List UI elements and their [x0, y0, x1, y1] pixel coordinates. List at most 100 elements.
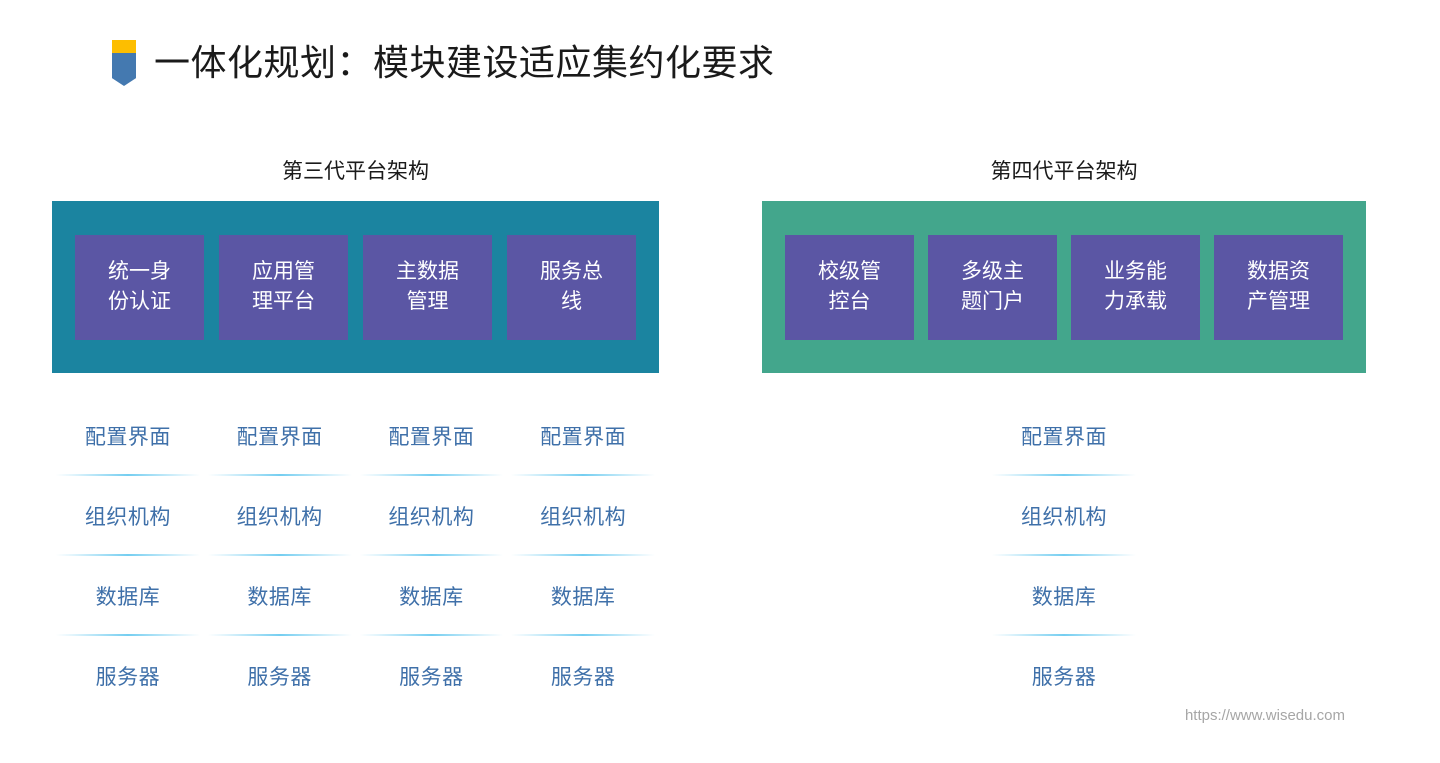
layer-label: 数据库: [550, 586, 616, 609]
right-card-3-line1: 业务能: [1104, 260, 1167, 284]
right-card-2-line2: 题门户: [961, 290, 1024, 313]
layer-label: 配置界面: [236, 426, 323, 449]
right-card-3-text: 业务能 力承载: [1104, 257, 1167, 317]
right-card-2-text: 多级主 题门户: [961, 257, 1024, 317]
left-stack-cell-1-3: 数据库: [52, 556, 204, 636]
right-card-3-line2: 力承载: [1104, 290, 1167, 313]
layer-divider: [56, 554, 200, 556]
left-card-1[interactable]: 统一身 份认证: [75, 234, 204, 340]
left-architecture-panel: 统一身 份认证 应用管 理平台 主数据 管理 服务总 线: [52, 201, 659, 373]
right-stack-cell-1-4: 服务器: [988, 636, 1140, 716]
left-card-2-line1: 应用管: [252, 260, 315, 284]
layer-label: 组织机构: [84, 506, 171, 529]
left-stack-cell-1-4: 服务器: [52, 636, 204, 716]
left-card-2-text: 应用管 理平台: [252, 257, 315, 317]
left-card-3-text: 主数据 管理: [396, 257, 459, 317]
layer-divider: [207, 634, 352, 636]
layer-label: 组织机构: [540, 506, 627, 529]
right-stack-cell-1-2: 组织机构: [988, 476, 1140, 556]
right-architecture-panel: 校级管 控台 多级主 题门户 业务能 力承载 数据资 产管理: [762, 201, 1366, 373]
left-stack-column-1: 配置界面 组织机构 数据库 服务器: [52, 396, 204, 716]
layer-label: 服务器: [550, 666, 616, 689]
layer-divider: [207, 554, 352, 556]
left-stack-column-2: 配置界面 组织机构 数据库 服务器: [204, 396, 356, 716]
right-stack-cell-1-3: 数据库: [988, 556, 1140, 636]
layer-label: 数据库: [399, 586, 464, 609]
right-layer-stack-area: 配置界面 组织机构 数据库 服务器: [762, 396, 1366, 716]
left-card-1-line2: 份认证: [108, 290, 171, 313]
layer-label: 服务器: [399, 666, 464, 689]
left-stack-cell-2-2: 组织机构: [204, 476, 356, 556]
layer-label: 数据库: [95, 586, 161, 609]
left-card-4-text: 服务总 线: [540, 257, 603, 317]
layer-label: 配置界面: [540, 426, 627, 449]
layer-label: 配置界面: [84, 426, 171, 449]
right-card-4-line1: 数据资: [1247, 260, 1310, 284]
right-card-3[interactable]: 业务能 力承载: [1071, 234, 1200, 340]
right-card-1-text: 校级管 控台: [818, 257, 881, 317]
left-card-4-line2: 线: [561, 290, 582, 313]
left-card-1-line1: 统一身: [108, 260, 171, 284]
layer-divider: [992, 474, 1136, 476]
layer-label: 配置界面: [1021, 426, 1107, 449]
right-card-1-line2: 控台: [828, 290, 871, 313]
page-title: 一体化规划：模块建设适应集约化要求: [154, 42, 775, 83]
layer-label: 配置界面: [388, 426, 475, 449]
footer-url[interactable]: https://www.wisedu.com: [1184, 707, 1345, 724]
left-stack-cell-4-3: 数据库: [507, 556, 659, 636]
layer-divider: [56, 474, 200, 476]
left-card-3-line1: 主数据: [396, 260, 459, 284]
right-card-1-line1: 校级管: [818, 260, 881, 284]
right-card-2[interactable]: 多级主 题门户: [928, 234, 1057, 340]
left-stack-cell-4-1: 配置界面: [507, 396, 659, 476]
left-stack-cell-3-3: 数据库: [356, 556, 508, 636]
left-card-3[interactable]: 主数据 管理: [363, 234, 492, 340]
layer-label: 组织机构: [236, 506, 323, 529]
layer-divider: [359, 474, 504, 476]
layer-label: 组织机构: [1021, 506, 1107, 529]
left-card-3-line2: 管理: [406, 290, 449, 313]
left-card-2[interactable]: 应用管 理平台: [219, 234, 348, 340]
left-card-1-text: 统一身 份认证: [108, 257, 171, 317]
layer-divider: [359, 634, 504, 636]
layer-divider: [207, 474, 352, 476]
left-card-4[interactable]: 服务总 线: [507, 234, 636, 340]
left-stack-cell-3-1: 配置界面: [356, 396, 508, 476]
layer-label: 数据库: [247, 586, 312, 609]
right-card-4[interactable]: 数据资 产管理: [1214, 234, 1343, 340]
bookmark-icon-body: [112, 53, 136, 86]
right-card-4-line2: 产管理: [1247, 290, 1310, 313]
layer-label: 数据库: [1031, 586, 1097, 609]
layer-divider: [992, 634, 1136, 636]
layer-label: 服务器: [95, 666, 161, 689]
left-card-4-line1: 服务总: [540, 260, 603, 284]
layer-label: 组织机构: [388, 506, 475, 529]
slide-title-row: 一体化规划：模块建设适应集约化要求: [112, 40, 775, 86]
left-stack-cell-4-2: 组织机构: [507, 476, 659, 556]
left-stack-cell-2-1: 配置界面: [204, 396, 356, 476]
left-stack-cell-3-2: 组织机构: [356, 476, 508, 556]
right-card-4-text: 数据资 产管理: [1247, 257, 1310, 317]
layer-divider: [359, 554, 504, 556]
left-stack-cell-3-4: 服务器: [356, 636, 508, 716]
left-section-heading: 第三代平台架构: [282, 160, 429, 183]
left-layer-stack-area: 配置界面 组织机构 数据库 服务器 配置界面 组织机构: [52, 396, 659, 716]
right-stack-cell-1-1: 配置界面: [988, 396, 1140, 476]
layer-label: 服务器: [247, 666, 312, 689]
layer-divider: [511, 554, 655, 556]
bookmark-icon: [112, 40, 136, 86]
layer-divider: [511, 474, 655, 476]
right-card-1[interactable]: 校级管 控台: [785, 234, 914, 340]
left-card-2-line2: 理平台: [252, 290, 315, 313]
left-stack-cell-2-3: 数据库: [204, 556, 356, 636]
left-stack-cell-4-4: 服务器: [507, 636, 659, 716]
bookmark-icon-top: [112, 40, 136, 53]
right-section-heading: 第四代平台架构: [990, 160, 1138, 183]
right-card-2-line1: 多级主: [961, 260, 1024, 284]
left-stack-cell-2-4: 服务器: [204, 636, 356, 716]
left-stack-column-4: 配置界面 组织机构 数据库 服务器: [507, 396, 659, 716]
layer-label: 服务器: [1031, 666, 1097, 689]
right-stack-column-1: 配置界面 组织机构 数据库 服务器: [988, 396, 1140, 716]
left-stack-column-3: 配置界面 组织机构 数据库 服务器: [356, 396, 508, 716]
left-stack-cell-1-1: 配置界面: [52, 396, 204, 476]
